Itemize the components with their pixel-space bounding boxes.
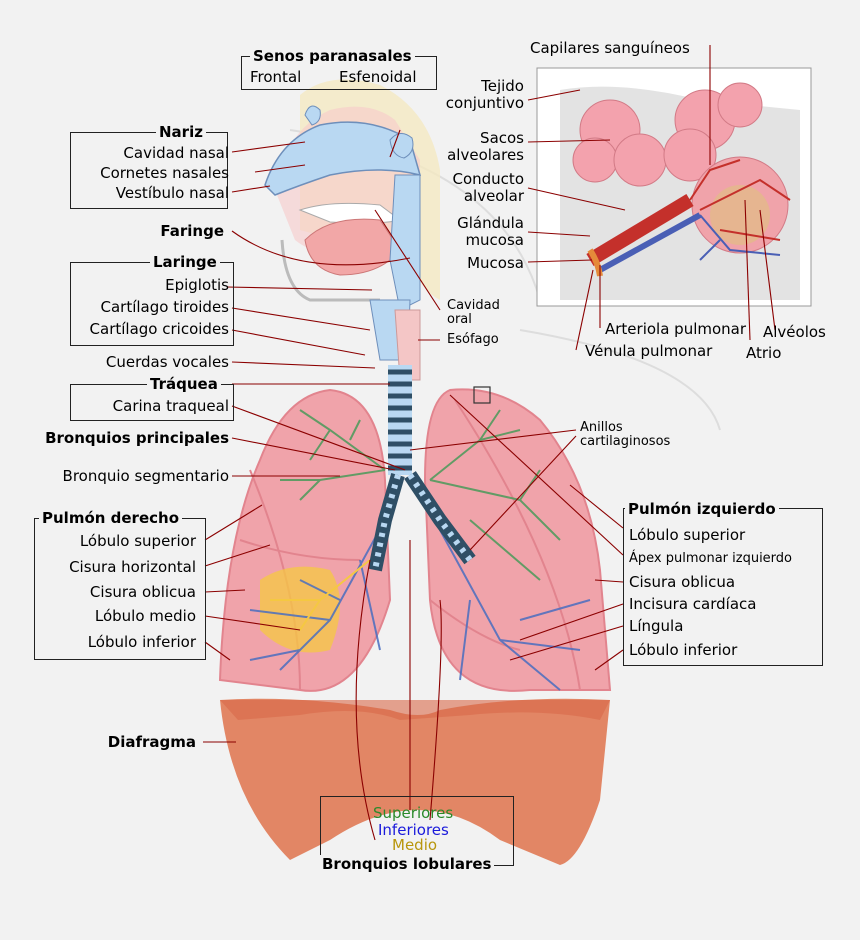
label-cuerdas-vocales: Cuerdas vocales	[106, 353, 229, 371]
trachea-rings	[388, 365, 412, 475]
label-right-lobulo-inferior: Lóbulo inferior	[88, 633, 196, 651]
label-senos-paranasales: Senos paranasales	[250, 47, 415, 65]
label-glandula-1: Glándula	[457, 214, 524, 232]
label-conducto-2: alveolar	[464, 187, 524, 205]
label-cavidad-oral-1: Cavidad	[447, 298, 500, 313]
label-anillos-2: cartilaginosos	[580, 434, 670, 449]
label-cavidad-oral-2: oral	[447, 312, 472, 327]
label-venula-pulmonar: Vénula pulmonar	[585, 342, 712, 360]
label-atrio: Atrio	[746, 344, 781, 362]
label-pulmon-derecho: Pulmón derecho	[39, 509, 182, 527]
label-capilares-sanguineos: Capilares sanguíneos	[530, 39, 690, 57]
label-alveolos: Alvéolos	[763, 323, 826, 341]
label-sacos-1: Sacos	[480, 129, 524, 147]
label-superiores: Superiores	[373, 804, 453, 822]
label-vestibulo-nasal: Vestíbulo nasal	[116, 184, 229, 202]
label-tejido-2: conjuntivo	[446, 94, 524, 112]
label-anillos-1: Anillos	[580, 420, 623, 435]
label-left-cisura-oblicua: Cisura oblicua	[629, 573, 735, 591]
label-carina-traqueal: Carina traqueal	[113, 397, 229, 415]
label-traquea: Tráquea	[147, 375, 221, 393]
label-incisura-cardiaca: Incisura cardíaca	[629, 595, 756, 613]
label-nariz: Nariz	[156, 123, 206, 141]
pharynx-shape	[390, 175, 420, 310]
label-sacos-2: alveolares	[447, 146, 524, 164]
label-epiglotis: Epiglotis	[165, 276, 229, 294]
label-esofago: Esófago	[447, 332, 499, 347]
label-frontal: Frontal	[250, 68, 301, 86]
label-conducto-1: Conducto	[453, 170, 525, 188]
right-lung	[220, 390, 390, 691]
label-cartilago-cricoides: Cartílago cricoides	[90, 320, 229, 338]
head-region	[265, 79, 440, 310]
label-cavidad-nasal: Cavidad nasal	[123, 144, 229, 162]
label-esfenoidal: Esfenoidal	[339, 68, 417, 86]
label-medio: Medio	[392, 836, 437, 854]
label-mucosa: Mucosa	[467, 254, 524, 272]
label-left-lobulo-superior: Lóbulo superior	[629, 526, 745, 544]
label-bronquio-segmentario: Bronquio segmentario	[63, 467, 229, 485]
label-right-lobulo-superior: Lóbulo superior	[80, 532, 196, 550]
label-cartilago-tiroides: Cartílago tiroides	[100, 298, 229, 316]
label-tejido-1: Tejido	[481, 77, 524, 95]
label-diafragma: Diafragma	[108, 733, 196, 751]
label-cisura-horizontal: Cisura horizontal	[69, 558, 196, 576]
label-lobulo-medio: Lóbulo medio	[95, 607, 196, 625]
alveoli-inset	[537, 68, 811, 306]
label-bronquios-lobulares: Bronquios lobulares	[319, 855, 494, 873]
label-laringe: Laringe	[150, 253, 220, 271]
label-bronquios-principales: Bronquios principales	[45, 429, 229, 447]
label-arteriola-pulmonar: Arteriola pulmonar	[605, 320, 746, 338]
label-glandula-2: mucosa	[465, 231, 524, 249]
label-cornetes-nasales: Cornetes nasales	[100, 164, 229, 182]
label-right-cisura-oblicua: Cisura oblicua	[90, 583, 196, 601]
label-lingula: Língula	[629, 617, 683, 635]
label-pulmon-izquierdo: Pulmón izquierdo	[625, 500, 779, 518]
label-left-lobulo-inferior: Lóbulo inferior	[629, 641, 737, 659]
label-apex-pulmonar: Ápex pulmonar izquierdo	[629, 551, 792, 566]
label-faringe: Faringe	[160, 222, 224, 240]
